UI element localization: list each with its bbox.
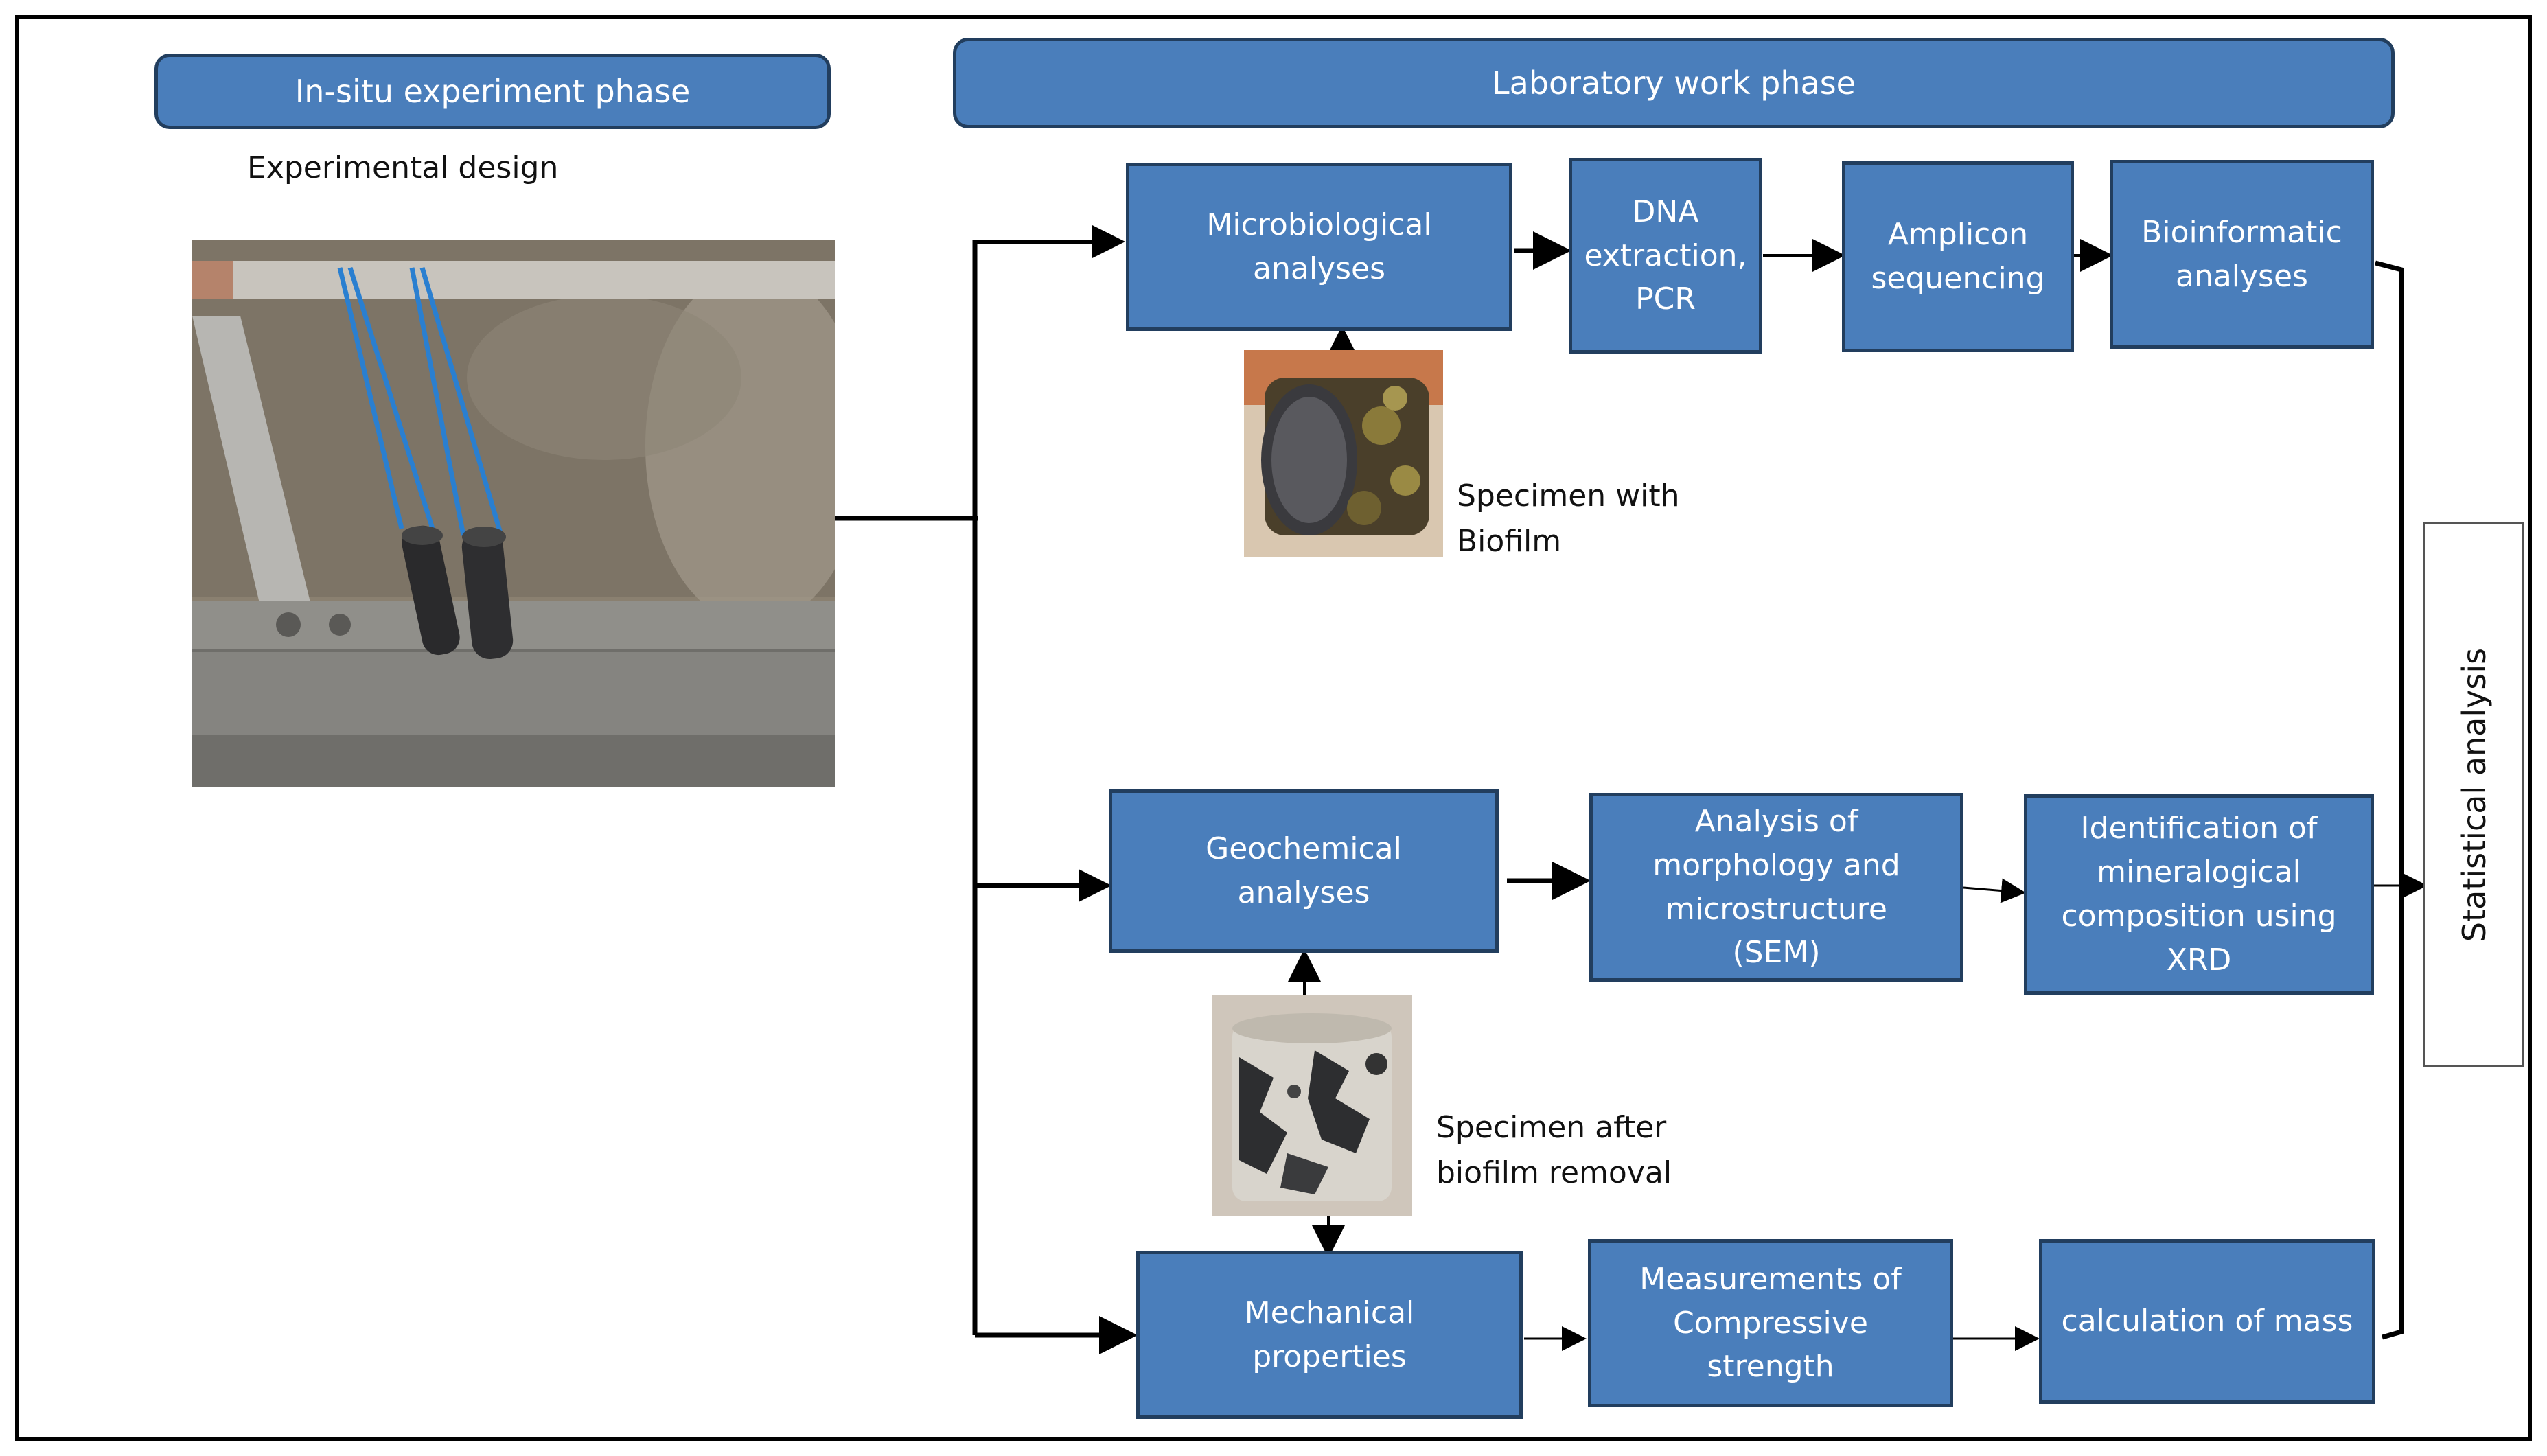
amplicon-sequencing-box: Amplicon sequencing [1842,161,2074,352]
mineralogical-xrd-box: Identification of mineralogical composit… [2024,794,2374,995]
diagram-frame [15,15,2532,1441]
specimen-after-removal-photo [1212,995,1412,1216]
arrow-morph-mineral [1963,878,2026,903]
microbiological-analyses-box: Microbiological analyses [1126,163,1512,331]
compressive-strength-box: Measurements of Compressive strength [1588,1239,1953,1407]
collector-top [2375,260,2404,886]
collector-bottom [2382,886,2404,1340]
morphology-sem-box: Analysis of morphology and microstructur… [1589,793,1963,982]
specimen-with-biofilm-label: Specimen with Biofilm [1457,478,1680,559]
experimental-design-label: Experimental design [247,150,559,185]
mechanical-properties-box: Mechanical properties [1136,1251,1523,1419]
specimen-after-removal-label: Specimen after biofilm removal [1436,1110,1672,1190]
statistical-analysis-box: Statistical analysis [2423,522,2524,1067]
in-situ-photo [192,240,835,787]
specimen-with-biofilm-photo [1244,350,1443,557]
statistical-analysis-label: Statistical analysis [2455,647,2493,942]
dna-extraction-box: DNA extraction, PCR [1569,158,1762,354]
in-situ-phase-header: In-situ experiment phase [154,54,831,129]
bioinformatic-analyses-box: Bioinformatic analyses [2110,160,2374,349]
mass-calculation-box: calculation of mass [2039,1239,2375,1404]
geochemical-analyses-box: Geochemical analyses [1109,789,1499,953]
laboratory-phase-header: Laboratory work phase [953,38,2395,128]
